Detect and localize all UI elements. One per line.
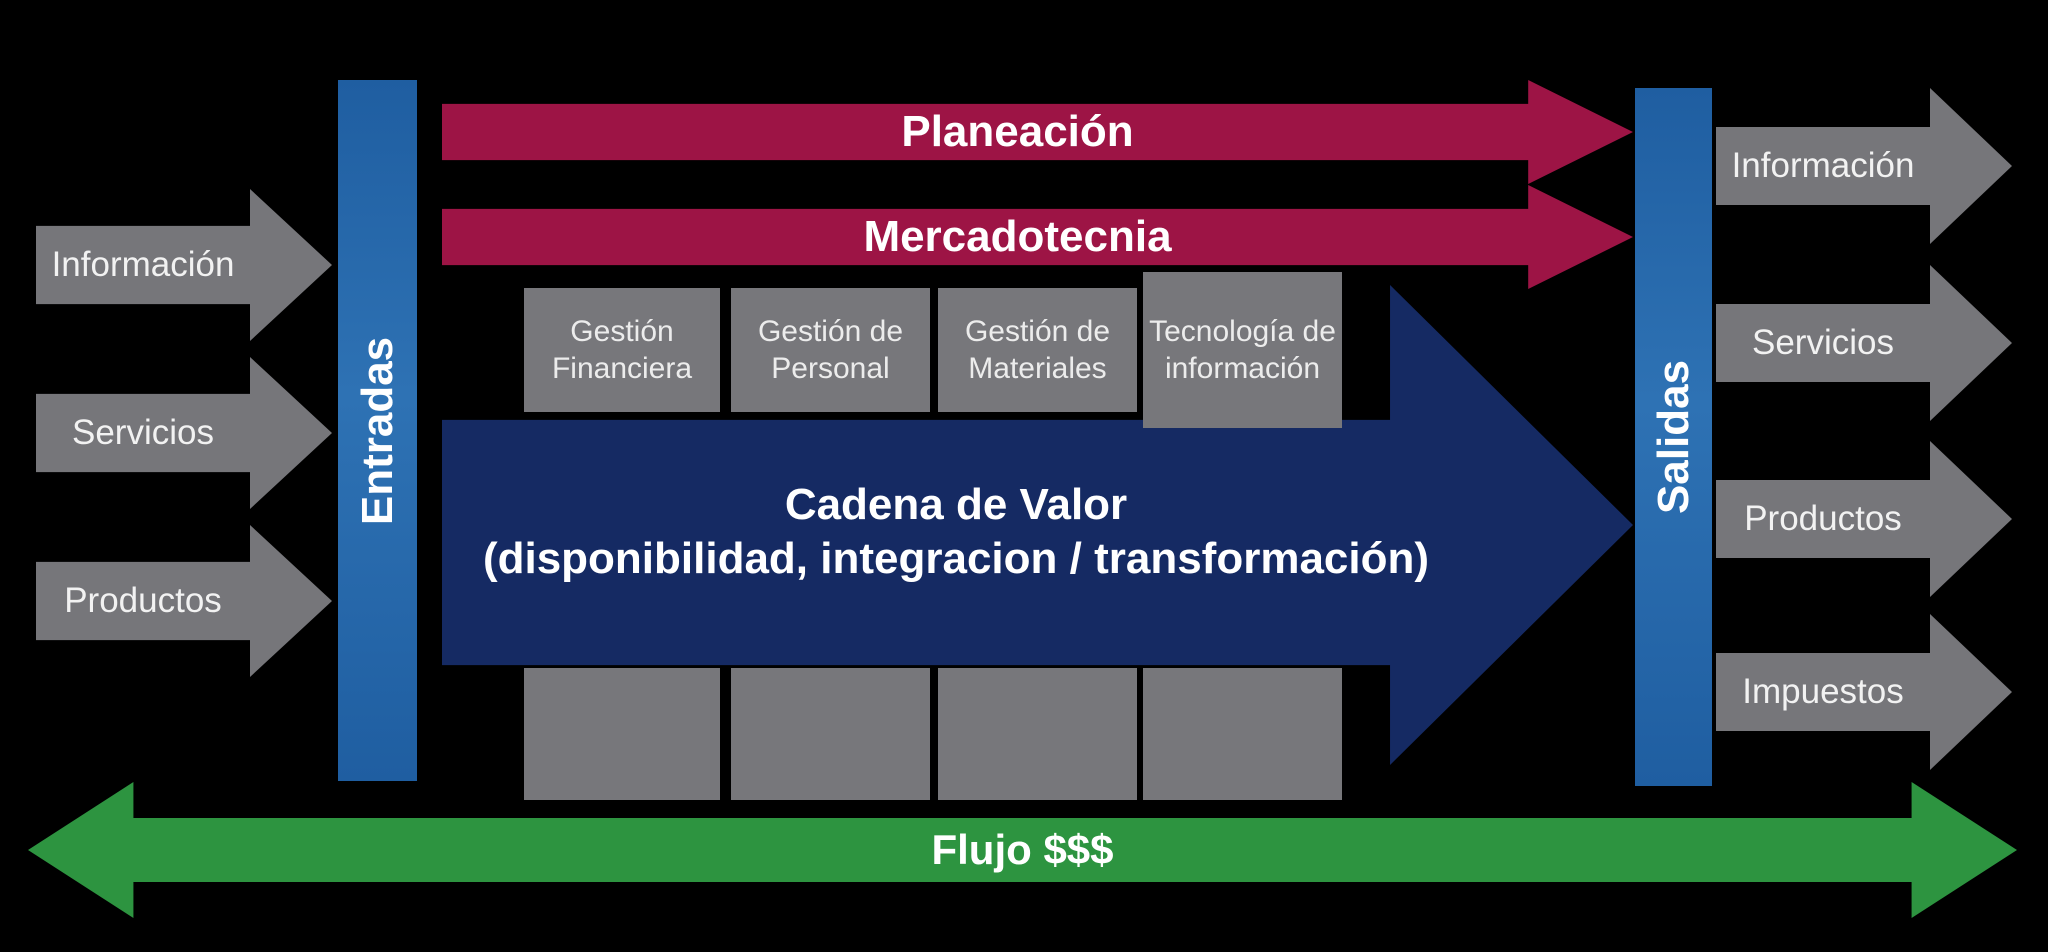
money-flow-arrow: Flujo $$$ xyxy=(28,782,2017,918)
entradas-bar: Entradas xyxy=(338,80,417,781)
mercadotecnia-arrow: Mercadotecnia xyxy=(442,185,1633,289)
bottom-box-1 xyxy=(524,668,720,800)
value-chain-subtitle: (disponibilidad, integracion / transform… xyxy=(482,534,1430,583)
output-arrow-label: Información xyxy=(1731,146,1915,185)
output-arrow-productos: Productos xyxy=(1716,441,2012,597)
entradas-label: Entradas xyxy=(352,336,402,525)
salidas-label: Salidas xyxy=(1648,359,1698,515)
input-arrow-label: Información xyxy=(51,245,235,284)
bottom-box-3 xyxy=(938,668,1137,800)
output-arrow-label: Impuestos xyxy=(1742,672,1904,711)
support-box-tecnologia-informacion: Tecnología de información xyxy=(1143,272,1342,428)
input-arrow-productos: Productos xyxy=(36,525,332,677)
output-arrow-informacion: Información xyxy=(1716,88,2012,244)
money-flow-label: Flujo $$$ xyxy=(931,826,1114,873)
input-arrow-informacion: Información xyxy=(36,189,332,341)
planeacion-arrow: Planeación xyxy=(442,80,1633,184)
input-arrow-label: Productos xyxy=(64,581,222,620)
planeacion-label: Planeación xyxy=(901,107,1134,156)
output-arrow-impuestos: Impuestos xyxy=(1716,614,2012,770)
output-arrow-servicios: Servicios xyxy=(1716,265,2012,421)
output-arrow-label: Servicios xyxy=(1752,323,1894,362)
value-chain-title: Cadena de Valor xyxy=(784,480,1128,529)
support-box-gestion-materiales: Gestión de Materiales xyxy=(938,288,1137,412)
output-arrow-label: Productos xyxy=(1744,499,1902,538)
support-box-gestion-personal: Gestión de Personal xyxy=(731,288,930,412)
bottom-box-4 xyxy=(1143,668,1342,800)
input-arrow-label: Servicios xyxy=(72,413,214,452)
value-chain-text: Cadena de Valor (disponibilidad, integra… xyxy=(442,478,1470,586)
mercadotecnia-label: Mercadotecnia xyxy=(863,212,1172,261)
support-box-gestion-financiera: Gestión Financiera xyxy=(524,288,720,412)
salidas-bar: Salidas xyxy=(1635,88,1712,786)
bottom-box-2 xyxy=(731,668,930,800)
input-arrow-servicios: Servicios xyxy=(36,357,332,509)
